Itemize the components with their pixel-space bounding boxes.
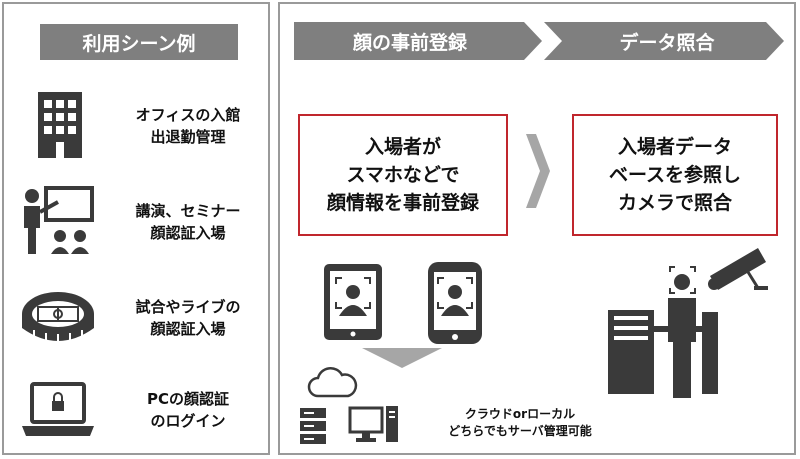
use-case-pc-line2: のログイン — [150, 412, 226, 430]
use-cases-header: 利用シーン例 — [40, 24, 238, 60]
server-note-line2: どちらでもサーバ管理可能 — [448, 424, 592, 438]
pre-registration-box: 入場者が スマホなどで 顔情報を事前登録 — [298, 114, 508, 236]
use-case-stadium-line2: 顔認証入場 — [150, 320, 226, 338]
server-note-line1: クラウドorローカル — [464, 407, 576, 421]
use-case-pc-login: PCの顔認証 のログイン — [4, 370, 272, 450]
pre-registration-line1: 入場者が — [364, 136, 441, 158]
step2-chevron — [544, 22, 784, 60]
use-case-seminar-label: 講演、セミナー 顔認証入場 — [108, 182, 268, 262]
face-gate-camera-icon — [608, 248, 768, 398]
flow-arrow-icon — [526, 134, 550, 208]
use-case-office-line2: 出退勤管理 — [150, 128, 226, 146]
smartphone-face-icon — [428, 262, 482, 344]
security-camera-icon — [708, 248, 768, 290]
use-case-stadium-label: 試合やライブの 顔認証入場 — [108, 278, 268, 358]
data-matching-line1: 入場者データ — [617, 136, 732, 158]
use-case-office-line1: オフィスの入館 — [135, 106, 241, 124]
office-building-icon — [18, 86, 98, 166]
use-case-stadium-line1: 試合やライブの — [135, 298, 241, 316]
use-case-office: オフィスの入館 出退勤管理 — [4, 86, 272, 166]
stadium-icon — [18, 278, 98, 358]
desktop-pc-icon — [348, 406, 398, 442]
presenter-audience-icon — [18, 182, 98, 262]
data-matching-box: 入場者データ ベースを参照し カメラで照合 — [572, 114, 778, 236]
data-matching-line3: カメラで照合 — [617, 192, 732, 214]
use-case-stadium: 試合やライブの 顔認証入場 — [4, 278, 272, 358]
server-note: クラウドorローカル どちらでもサーバ管理可能 — [420, 406, 620, 440]
step-banners — [294, 22, 784, 60]
step2-label: データ照合 — [619, 31, 715, 54]
laptop-lock-icon — [18, 370, 98, 450]
use-case-pc-label: PCの顔認証 のログイン — [108, 370, 268, 450]
step1-label: 顔の事前登録 — [352, 31, 467, 54]
use-case-pc-line1: PCの顔認証 — [146, 390, 229, 408]
flow-panel: 顔の事前登録 データ照合 入場者が スマホなどで 顔情報を事前登録 入場者データ… — [278, 2, 796, 455]
use-cases-panel: 利用シーン例 オフィスの入館 出退勤管理 — [2, 2, 270, 455]
step1-chevron — [294, 22, 542, 60]
use-case-seminar: 講演、セミナー 顔認証入場 — [4, 182, 272, 262]
cloud-icon — [307, 366, 358, 398]
pre-registration-line2: スマホなどで — [346, 164, 460, 186]
use-case-office-label: オフィスの入館 出退勤管理 — [108, 86, 268, 166]
use-case-seminar-line1: 講演、セミナー — [135, 202, 241, 220]
data-matching-line2: ベースを参照し — [608, 164, 742, 186]
server-icon — [300, 408, 326, 444]
upload-arrow-icon — [362, 348, 442, 368]
use-case-seminar-line2: 顔認証入場 — [150, 224, 226, 242]
tablet-face-icon — [324, 264, 382, 340]
pre-registration-line3: 顔情報を事前登録 — [326, 192, 479, 214]
